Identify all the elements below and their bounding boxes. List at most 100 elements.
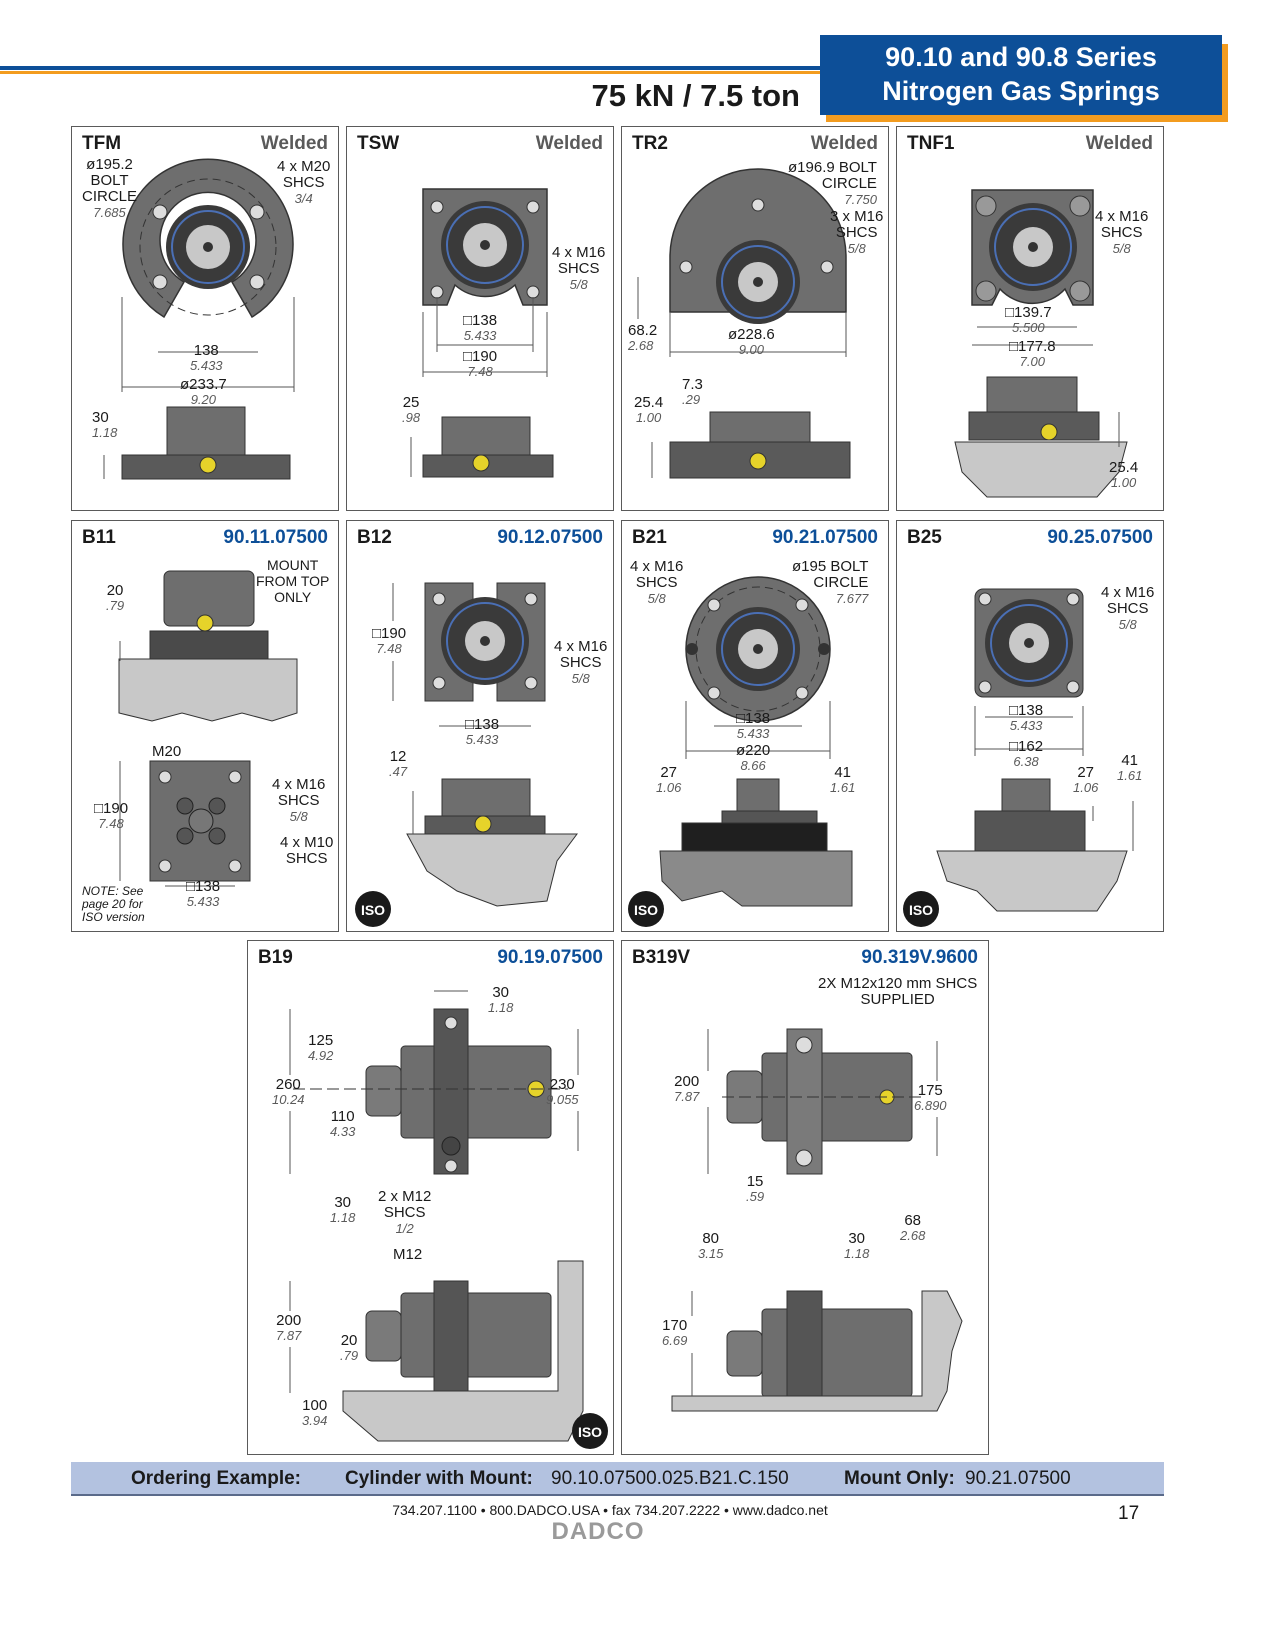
inner-screw-label: 4 x M10 SHCS: [280, 834, 334, 867]
panel-title: TFM: [82, 133, 122, 154]
header-rule-white: [0, 65, 840, 66]
dim-height: 12.47: [389, 748, 408, 779]
dim-step: 7.3.29: [682, 376, 703, 407]
screw-label: 4 x M16 SHCS 5/8: [630, 558, 684, 607]
series-title: 90.10 and 90.8 Series Nitrogen Gas Sprin…: [820, 35, 1222, 115]
iso-badge-icon: ISO: [355, 891, 391, 927]
panel-title: B319V: [632, 947, 691, 968]
svg-text:ISO: ISO: [909, 902, 933, 918]
supplied-screws-label: 2X M12x120 mm SHCS SUPPLIED: [818, 975, 978, 1008]
part-number: 90.25.07500: [1047, 527, 1153, 548]
iso-badge-icon: ISO: [903, 891, 939, 927]
welded-tag: Welded: [260, 133, 328, 154]
welded-tag: Welded: [535, 133, 603, 154]
part-number: 90.11.07500: [223, 527, 328, 548]
series-title-line1: 90.10 and 90.8 Series: [885, 42, 1157, 72]
screw-label: 2 x M12 SHCS 1/2: [378, 1188, 432, 1237]
b319v-drawing: [671, 1028, 963, 1412]
panel-title: B21: [632, 527, 667, 548]
panel-title: TSW: [357, 133, 400, 154]
svg-text:DADCO: DADCO: [552, 1518, 645, 1542]
bolt-circle-label: ø195 BOLT CIRCLE 7.677: [792, 558, 869, 607]
panel-title: B11: [82, 527, 116, 548]
screw-label: 4 x M16 SHCS 5/8: [554, 638, 608, 687]
iso-badge-icon: ISO: [628, 891, 664, 927]
series-title-line2: Nitrogen Gas Springs: [882, 76, 1160, 106]
tnf1-drawing: [954, 189, 1128, 498]
thread-label: M12: [393, 1246, 423, 1263]
screw-label: 4 x M16 SHCS 5/8: [1101, 584, 1155, 633]
outer-screw-label: 4 x M16 SHCS 5/8: [272, 776, 326, 825]
cylinder-mount-label: Cylinder with Mount:: [345, 1468, 533, 1489]
dim-height: 20.79: [106, 582, 125, 613]
welded-tag: Welded: [1085, 133, 1153, 154]
center-thread-label: M20: [152, 743, 182, 760]
iso-version-note: NOTE: See page 20 for ISO version: [82, 884, 145, 924]
svg-text:ISO: ISO: [578, 1424, 602, 1440]
panel-b21: B21 90.21.07500 4 x M16 SHCS 5/8 ø195 BO…: [621, 520, 889, 932]
tr2-drawing: [637, 168, 851, 479]
tfm-drawing: [103, 158, 295, 480]
tsw-drawing: [410, 188, 554, 478]
part-number: 90.19.07500: [497, 947, 603, 968]
part-number: 90.12.07500: [497, 527, 603, 548]
panel-b11: B11 90.11.07500 MOUNT FROM TOP ONLY 20.7…: [71, 520, 339, 932]
part-number: 90.319V.9600: [861, 947, 978, 968]
svg-text:ISO: ISO: [634, 902, 658, 918]
screw-label: 3 x M16 SHCS 5/8: [830, 208, 884, 257]
page-number: 17: [1118, 1503, 1140, 1524]
mount-note: MOUNT FROM TOP ONLY: [256, 557, 330, 605]
screw-label: 4 x M16 SHCS 5/8: [1095, 208, 1149, 257]
panel-tfm: TFM Welded ø195.2 BOLT CIRCLE 7.685 4 x …: [71, 126, 339, 511]
panel-title: B19: [258, 947, 293, 968]
mount-only-label: Mount Only:: [844, 1468, 955, 1489]
screw-label: 4 x M16 SHCS 5/8: [552, 244, 606, 293]
contact-info: 734.207.1100 • 800.DADCO.USA • fax 734.2…: [392, 1502, 828, 1518]
panel-title: B12: [357, 527, 392, 548]
iso-badge-icon: ISO: [572, 1413, 608, 1449]
bolt-circle-label: ø196.9 BOLT CIRCLE 7.750: [788, 159, 877, 208]
b21-drawing: [659, 576, 853, 907]
svg-text:ISO: ISO: [361, 902, 385, 918]
dim-height: 25.98: [402, 394, 421, 425]
b19-drawing: [289, 990, 584, 1442]
force-rating: 75 kN / 7.5 ton: [591, 78, 800, 113]
header-rule-orange: [0, 71, 840, 74]
welded-tag: Welded: [810, 133, 878, 154]
